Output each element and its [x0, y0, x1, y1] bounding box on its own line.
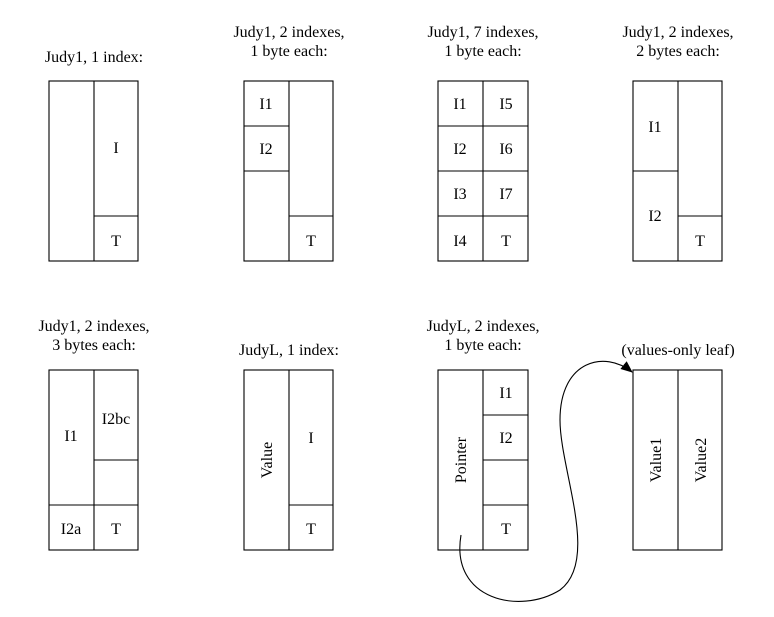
cell-index-2: I2	[259, 141, 272, 158]
cell-index: I	[308, 430, 313, 447]
cell-value: Value	[259, 442, 276, 478]
caption-line-2: 3 bytes each:	[52, 337, 136, 354]
cell-type: T	[306, 233, 316, 250]
cell-value-1: Value1	[648, 438, 665, 482]
caption-line-2: 1 byte each:	[250, 43, 327, 60]
cell-index-3: I3	[453, 186, 466, 203]
cell-index-1: I1	[499, 385, 512, 402]
diagram-judy1-1-index: Judy1, 1 index: I T	[45, 49, 143, 262]
caption-line-2: 1 byte each:	[444, 337, 521, 354]
cell-index-2-bc: I2bc	[102, 411, 130, 428]
cell-index-6: I6	[499, 141, 512, 158]
caption-line-1: Judy1, 2 indexes,	[622, 24, 733, 41]
cell-type: T	[501, 233, 511, 250]
cell-type: T	[695, 233, 705, 250]
cell-index-7: I7	[499, 186, 512, 203]
cell-index-2: I2	[499, 430, 512, 447]
cell-index-4: I4	[453, 233, 466, 250]
diagram-judy1-2-indexes-2-bytes: Judy1, 2 indexes, 2 bytes each: I1 I2 T	[622, 24, 734, 262]
diagram-judy1-7-indexes-1-byte: Judy1, 7 indexes, 1 byte each: I1 I2 I3 …	[427, 24, 539, 262]
cell-type: T	[501, 521, 511, 538]
cell-index-2: I2	[648, 208, 661, 225]
cell-pointer: Pointer	[453, 436, 470, 483]
cell-value-2: Value2	[693, 438, 710, 482]
diagram-values-only-leaf: (values-only leaf) Value1 Value2	[621, 342, 735, 551]
diagram-judyl-2-indexes-1-byte: JudyL, 2 indexes, 1 byte each: Pointer I…	[427, 318, 540, 551]
diagram-judyl-1-index: JudyL, 1 index: Value I T	[239, 342, 339, 551]
caption-line-1: Judy1, 1 index:	[45, 49, 143, 66]
caption-line-1: JudyL, 2 indexes,	[427, 318, 540, 335]
cell-type: T	[111, 233, 121, 250]
caption-line-2: 1 byte each:	[444, 43, 521, 60]
pointer-arrow	[459, 360, 633, 602]
cell-type: T	[111, 521, 121, 538]
caption-line-1: JudyL, 1 index:	[239, 342, 339, 359]
caption-line-1: Judy1, 2 indexes,	[233, 24, 344, 41]
caption-line-1: (values-only leaf)	[621, 342, 734, 359]
cell-index-5: I5	[499, 96, 512, 113]
cell-index-2-a: I2a	[61, 521, 81, 538]
cell-type: T	[306, 521, 316, 538]
diagram-judy1-2-indexes-1-byte: Judy1, 2 indexes, 1 byte each: I1 I2 T	[233, 24, 345, 262]
cell-index-1: I1	[64, 428, 77, 445]
diagram-judy1-2-indexes-3-bytes: Judy1, 2 indexes, 3 bytes each: I1 I2bc …	[38, 318, 150, 551]
caption-line-1: Judy1, 2 indexes,	[38, 318, 149, 335]
caption-line-2: 2 bytes each:	[636, 43, 720, 60]
cell-index: I	[113, 140, 118, 157]
cell-index-1: I1	[648, 119, 661, 136]
cell-index-2: I2	[453, 141, 466, 158]
cell-index-1: I1	[259, 96, 272, 113]
caption-line-1: Judy1, 7 indexes,	[427, 24, 538, 41]
cell-index-1: I1	[453, 96, 466, 113]
